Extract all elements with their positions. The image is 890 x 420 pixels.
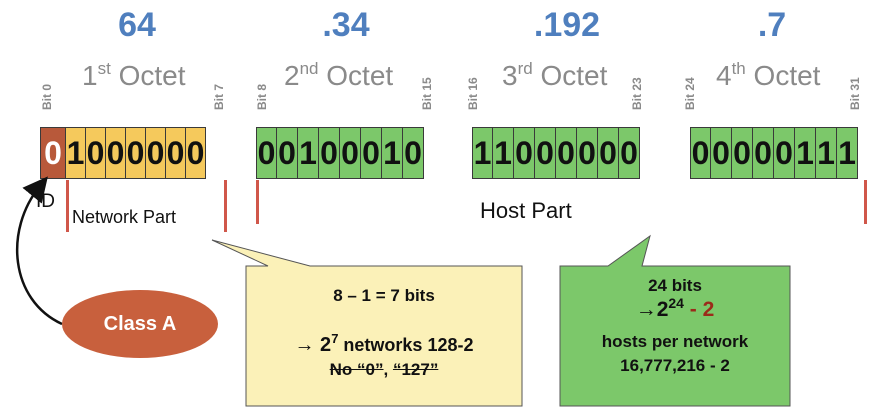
network-part-label: Network Part: [72, 207, 177, 227]
bit-cell: 0: [598, 127, 619, 179]
bit-cell: 0: [556, 127, 577, 179]
bit-cell: 0: [86, 127, 106, 179]
bit-cell: 0: [753, 127, 774, 179]
host-callout-line2: →224 - 2: [635, 295, 715, 321]
bit-cell: 0: [166, 127, 186, 179]
bit-cell: 0: [619, 127, 640, 179]
host-callout-line1: 24 bits: [648, 276, 702, 295]
network-callout-line2: → 27 networks 128-2: [294, 331, 474, 356]
octet-1-title: 1st Octet: [82, 59, 186, 91]
bit-cell: 1: [816, 127, 837, 179]
octet-2-decimal: .34: [322, 6, 370, 44]
bit-cell: 1: [66, 127, 86, 179]
bit-cell: 0: [126, 127, 146, 179]
class-a-bubble: Class A: [62, 290, 218, 358]
bit-cell: 0: [403, 127, 424, 179]
host-callout-line3: hosts per network: [601, 332, 749, 351]
bit-cell: 0: [186, 127, 206, 179]
bit-cell: 1: [795, 127, 816, 179]
bit-cell: 1: [298, 127, 319, 179]
octet-2-title: 2nd Octet: [284, 59, 394, 91]
bit-cell: 0: [40, 127, 66, 179]
bit-cell: 0: [106, 127, 126, 179]
bit-cell: 0: [277, 127, 298, 179]
octet-4-decimal: .7: [757, 6, 787, 44]
bit-cell: 1: [382, 127, 403, 179]
bit-cell: 1: [472, 127, 493, 179]
bit-cell: 0: [577, 127, 598, 179]
bit-cell: 0: [319, 127, 340, 179]
bit-cell: 0: [361, 127, 382, 179]
bit-cell: 0: [514, 127, 535, 179]
bit-cell: 0: [340, 127, 361, 179]
bit-cell: 0: [774, 127, 795, 179]
network-callout-line1: 8 – 1 = 7 bits: [333, 286, 435, 305]
host-callout-line4: 16,777,216 - 2: [620, 356, 730, 375]
bit-cell: 0: [146, 127, 166, 179]
bit-cell: 0: [256, 127, 277, 179]
bit-cell: 0: [535, 127, 556, 179]
bit-cell: 0: [690, 127, 711, 179]
host-part-start-tick: [256, 180, 259, 224]
host-part-label: Host Part: [480, 198, 572, 223]
network-part-end-tick: [224, 180, 227, 232]
bit-cell: 0: [732, 127, 753, 179]
octet-3-title: 3rd Octet: [502, 59, 608, 91]
bit-cell: 1: [493, 127, 514, 179]
bit-cell: 0: [711, 127, 732, 179]
network-part-start-tick: [66, 180, 69, 232]
octet-3-decimal: .192: [533, 6, 601, 44]
network-callout-line3: No “0”, “127”: [329, 360, 439, 379]
octet-4-title: 4th Octet: [716, 59, 821, 91]
host-part-end-tick: [864, 180, 867, 224]
bit-cell: 1: [837, 127, 858, 179]
octet-1-decimal: 64: [118, 6, 156, 44]
